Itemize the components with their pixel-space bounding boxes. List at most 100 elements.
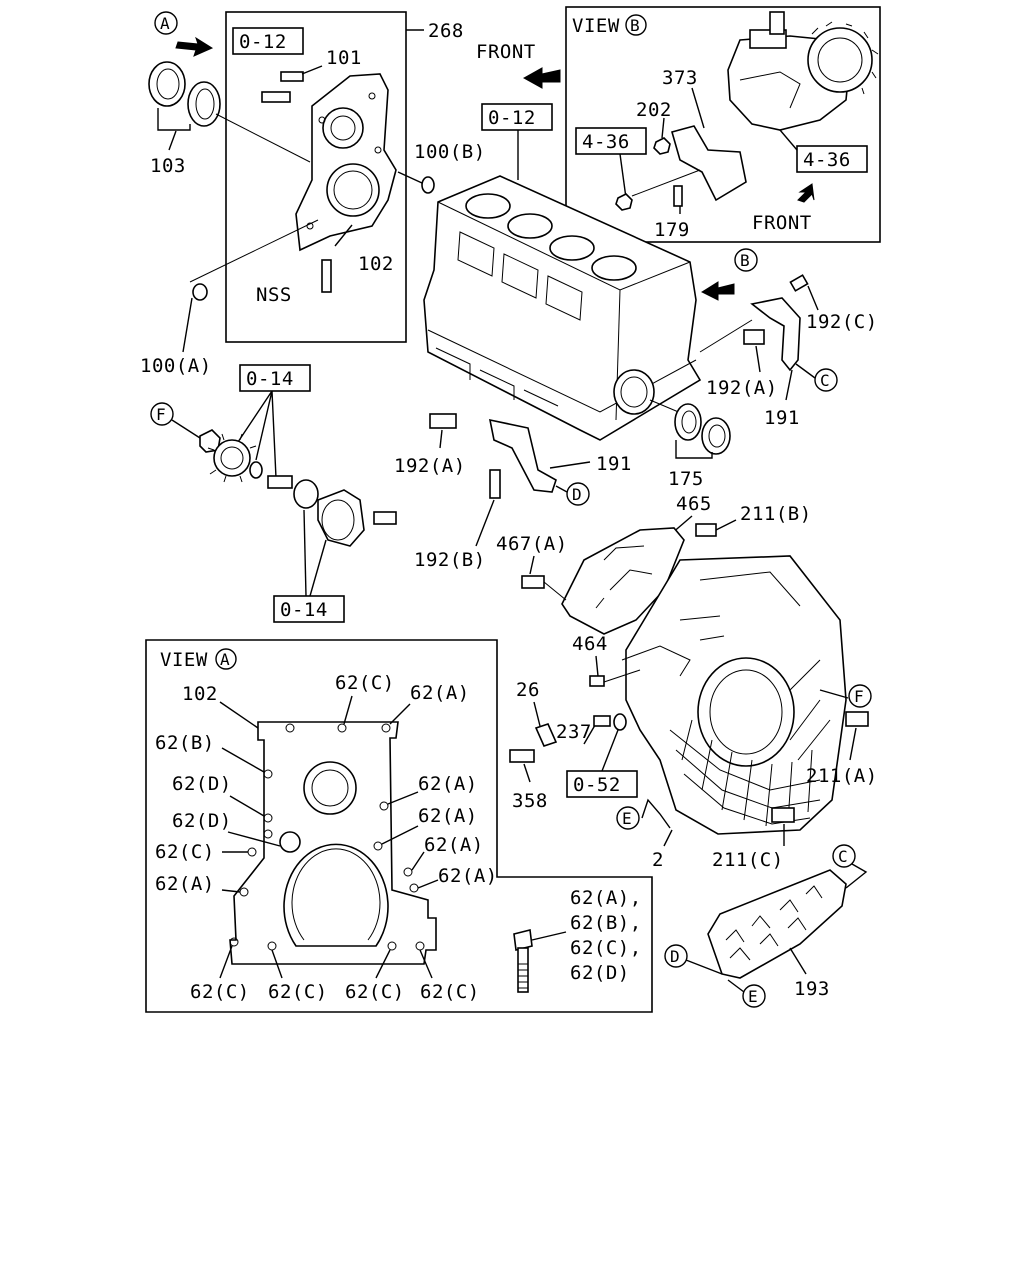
label-26: 26 bbox=[516, 679, 540, 701]
bolt-192b bbox=[489, 469, 501, 499]
view-a-label-62c-b1: 62(C) bbox=[190, 981, 250, 1003]
view-a-frame bbox=[145, 639, 653, 1013]
ref-box-4-36-b bbox=[796, 145, 868, 173]
view-b-title: VIEW bbox=[572, 15, 620, 37]
oil-seal-inner bbox=[187, 81, 221, 127]
ref-box-0-12-b bbox=[481, 103, 553, 131]
ref-box-0-14-b bbox=[273, 595, 345, 623]
pump-pipe bbox=[769, 11, 785, 35]
bore-1 bbox=[465, 193, 511, 219]
callout-a-circle bbox=[154, 11, 178, 35]
label-211c: 211(C) bbox=[712, 849, 784, 871]
dowel-464 bbox=[589, 675, 605, 687]
bolt-list-1: 62(B), bbox=[570, 912, 642, 934]
bolt-211b bbox=[695, 523, 717, 537]
ref-0-12-a: 0-12 bbox=[239, 31, 287, 53]
idler-gear-group: 0-14 F 0-14 bbox=[150, 364, 397, 623]
view-b-callout: B bbox=[630, 16, 640, 35]
view-b-front: FRONT bbox=[752, 212, 812, 234]
view-a-label-62a-4: 62(A) bbox=[155, 873, 215, 895]
label-358: 358 bbox=[512, 790, 548, 812]
front-plate-group: 268 A 0-12 103 101 102 bbox=[140, 11, 485, 377]
view-a-label-62b: 62(B) bbox=[155, 732, 215, 754]
ref-0-14-b: 0-14 bbox=[280, 599, 328, 621]
pump-gear bbox=[807, 27, 873, 93]
callout-c-bracket: C bbox=[838, 847, 848, 866]
view-a-label-62a-5: 62(A) bbox=[438, 865, 498, 887]
callout-e-bracket: E bbox=[748, 987, 758, 1006]
label-465: 465 bbox=[676, 493, 712, 515]
label-179: 179 bbox=[654, 219, 690, 241]
cover-plate-465 bbox=[561, 527, 685, 635]
bolt-179 bbox=[673, 185, 683, 207]
label-101: 101 bbox=[326, 47, 362, 69]
ref-0-12-b: 0-12 bbox=[488, 107, 536, 129]
bore-2 bbox=[507, 213, 553, 239]
callout-d-bracket: D bbox=[670, 947, 680, 966]
view-a-label-62a-2: 62(A) bbox=[418, 805, 478, 827]
bracket-193-group: C 193 D E bbox=[664, 844, 868, 1008]
label-102: 102 bbox=[358, 253, 394, 275]
label-202: 202 bbox=[636, 99, 672, 121]
view-b-panel: VIEW B 373 202 4-36 4-36 179 F bbox=[565, 6, 881, 243]
bracket-193 bbox=[707, 869, 847, 979]
stud-nss bbox=[321, 259, 332, 293]
bolt-101-b bbox=[261, 91, 291, 103]
o-ring-100a bbox=[192, 283, 208, 301]
callout-f-right: F bbox=[854, 687, 864, 706]
washer-237 bbox=[613, 713, 627, 731]
bracket-191-lower bbox=[488, 418, 557, 493]
view-a-label-62c-b3: 62(C) bbox=[345, 981, 405, 1003]
view-a-label-62d-1: 62(D) bbox=[172, 773, 232, 795]
view-a-label-62c-b2: 62(C) bbox=[268, 981, 328, 1003]
callout-f-left: F bbox=[156, 405, 166, 424]
bolt-237 bbox=[593, 715, 611, 727]
view-a-label-62a-1: 62(A) bbox=[418, 773, 478, 795]
bore-4 bbox=[591, 255, 637, 281]
front-arrow-icon bbox=[522, 67, 561, 89]
label-211a: 211(A) bbox=[806, 765, 878, 787]
label-nss: NSS bbox=[256, 284, 292, 306]
label-211b: 211(B) bbox=[740, 503, 812, 525]
ref-4-36-a: 4-36 bbox=[582, 131, 630, 153]
label-192a-right: 192(A) bbox=[706, 377, 778, 399]
flywheel-housing-group: 465 211(B) 467(A) 464 26 bbox=[496, 493, 878, 871]
label-100a: 100(A) bbox=[140, 355, 212, 377]
part-26 bbox=[534, 723, 558, 747]
bolt-467a bbox=[521, 575, 545, 589]
view-a-label-62d-2: 62(D) bbox=[172, 810, 232, 832]
idler-bolt bbox=[373, 511, 397, 525]
idler-gear bbox=[213, 439, 251, 477]
idler-washer bbox=[249, 461, 263, 479]
bolt-192c bbox=[789, 274, 809, 292]
label-193: 193 bbox=[794, 978, 830, 1000]
label-175: 175 bbox=[668, 468, 704, 490]
label-268: 268 bbox=[428, 20, 464, 42]
label-192a-lower: 192(A) bbox=[394, 455, 466, 477]
label-192c: 192(C) bbox=[806, 311, 878, 333]
view-a-lower-bore bbox=[283, 843, 389, 947]
view-a-label-62c-top: 62(C) bbox=[335, 672, 395, 694]
engine-block-group: FRONT 0-12 B 175 192(C) bbox=[394, 41, 878, 571]
label-191-right: 191 bbox=[764, 407, 800, 429]
bolt-62-head bbox=[513, 929, 533, 951]
idler-shaft bbox=[267, 475, 293, 489]
label-191-lower: 191 bbox=[596, 453, 632, 475]
view-b-front-arrow-icon bbox=[797, 183, 815, 203]
idler-o-ring bbox=[293, 479, 319, 509]
view-a-title: VIEW bbox=[160, 649, 208, 671]
ref-box-0-14-a bbox=[239, 364, 311, 392]
bolt-192a-lower bbox=[429, 413, 457, 429]
ref-0-14-a: 0-14 bbox=[246, 368, 294, 390]
bolt-211c bbox=[771, 807, 795, 823]
bolt-101-a bbox=[280, 71, 304, 82]
front-label: FRONT bbox=[476, 41, 536, 63]
view-a-panel: VIEW A 102 bbox=[145, 639, 653, 1013]
bracket-191-right bbox=[750, 297, 801, 372]
view-a-callout: A bbox=[220, 650, 230, 669]
bore-3 bbox=[549, 235, 595, 261]
label-467a: 467(A) bbox=[496, 533, 568, 555]
rear-seal-a bbox=[674, 403, 702, 441]
label-2: 2 bbox=[652, 849, 664, 871]
